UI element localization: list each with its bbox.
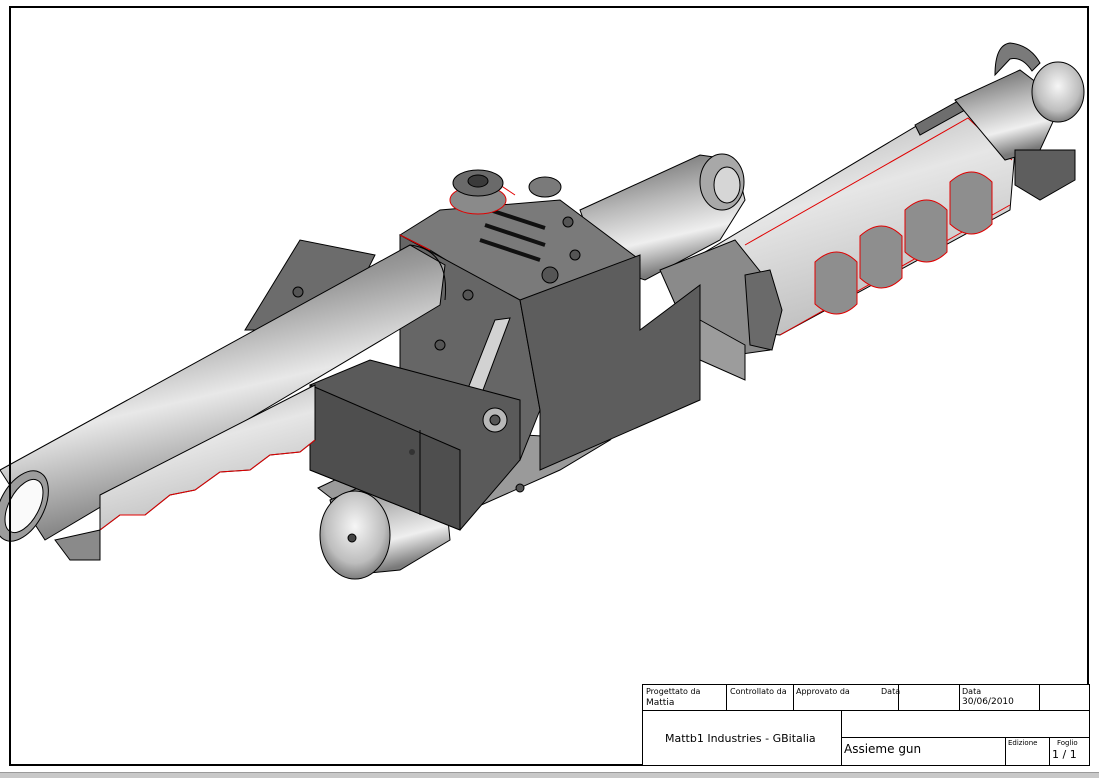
edition-label: Edizione — [1008, 739, 1038, 747]
designed-by-label: Progettato da — [646, 687, 701, 696]
window-bottom-edge — [0, 772, 1099, 778]
date-value: 30/06/2010 — [962, 697, 1014, 707]
sheet-border — [9, 6, 1089, 766]
designed-by-value: Mattia — [646, 698, 675, 708]
rear-grip — [699, 42, 1085, 336]
drawing-title: Assieme gun — [844, 742, 922, 756]
approved-by-label: Approvato da — [796, 687, 850, 696]
approval-date-label: Data — [881, 687, 901, 696]
title-block: Progettato da Mattia Controllato da Appr… — [642, 684, 1090, 766]
sheet-label: Foglio — [1057, 739, 1078, 747]
front-grip — [54, 384, 316, 561]
sheet-number: 1 / 1 — [1052, 748, 1077, 761]
company-name: Mattb1 Industries - GBitalia — [665, 732, 816, 745]
date-label: Data — [962, 687, 982, 696]
top-knob — [449, 169, 562, 215]
checked-by-label: Controllato da — [730, 687, 787, 696]
